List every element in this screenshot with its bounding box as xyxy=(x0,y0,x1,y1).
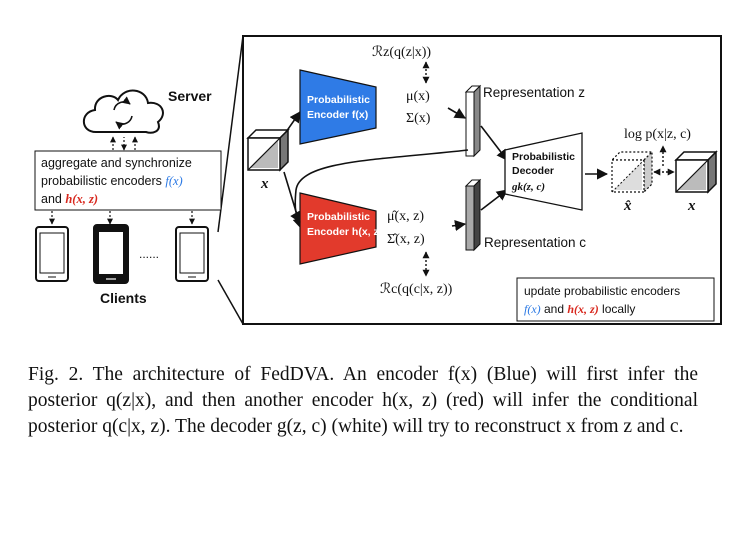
decoder-line-1: Probabilistic xyxy=(512,151,575,163)
representation-z-bar xyxy=(464,84,482,158)
rep-z-label: Representation z xyxy=(483,85,585,100)
arrow-x-to-f xyxy=(285,111,301,133)
output-x-label: x xyxy=(687,198,696,214)
update-line-1: update probabilistic encoders xyxy=(524,284,680,298)
representation-c-bar xyxy=(464,178,482,252)
zoom-line-bottom xyxy=(217,279,244,325)
phone-icon-2 xyxy=(93,224,129,284)
arrow-mu-to-z xyxy=(447,107,466,119)
log-p-label: log p(x|z, c) xyxy=(624,127,691,142)
phone-icon-3 xyxy=(175,226,209,282)
cloud-icon xyxy=(82,89,164,134)
encoder-h-line-2: Encoder h(x, z) xyxy=(307,226,382,238)
aggregate-line-3: and h(x, z) xyxy=(41,192,98,206)
aggregate-line-2: probabilistic encoders f(x) xyxy=(41,174,183,188)
input-x-cube xyxy=(246,128,290,172)
arrow-z-to-decoder xyxy=(480,125,508,161)
mu-label: μ(x) xyxy=(406,89,430,104)
architecture-figure: Server aggregate and synchronize probabi… xyxy=(34,35,722,325)
x-hat-label: x̂ xyxy=(623,198,632,214)
sigma-label: Σ(x) xyxy=(406,111,431,126)
zoom-line-top xyxy=(217,35,244,233)
sigma-hat-label: Σ̂(x, z) xyxy=(387,232,425,247)
update-box xyxy=(516,277,715,322)
output-x-cube xyxy=(674,150,718,194)
aggregate-box xyxy=(34,150,222,211)
rep-c-label: Representation c xyxy=(484,235,586,250)
encoder-h xyxy=(299,192,377,265)
encoder-f xyxy=(299,69,377,145)
encoder-f-line-2: Encoder f(x) xyxy=(307,109,368,121)
x-hat-cube xyxy=(610,150,654,194)
phone-icon-1 xyxy=(35,226,69,282)
decoder-line-3: gk(z, c) xyxy=(511,181,545,193)
client-ellipsis: ...... xyxy=(139,247,159,261)
input-x-label: x xyxy=(260,176,269,192)
encoder-f-line-1: Probabilistic xyxy=(307,94,370,106)
encoder-h-line-1: Probabilistic xyxy=(307,211,370,223)
server-label: Server xyxy=(168,88,212,104)
decoder xyxy=(504,132,583,211)
arrow-z-to-h xyxy=(290,149,469,223)
clients-label: Clients xyxy=(100,290,147,306)
arrow-c-to-decoder xyxy=(480,189,508,211)
mu-hat-label: μ̂(x, z) xyxy=(387,209,424,224)
arrow-muhat-to-c xyxy=(451,219,467,232)
aggregate-line-1: aggregate and synchronize xyxy=(41,156,192,170)
reg-z-label: ℛz(q(z|x)) xyxy=(372,45,431,60)
decoder-line-2: Decoder xyxy=(512,165,554,177)
reg-c-label: ℛc(q(c|x, z)) xyxy=(380,282,453,297)
figure-caption: Fig. 2. The architecture of FedDVA. An e… xyxy=(28,362,698,440)
update-line-2: f(x) and h(x, z) locally xyxy=(524,302,635,316)
caption-text: Fig. 2. The architecture of FedDVA. An e… xyxy=(28,364,698,437)
